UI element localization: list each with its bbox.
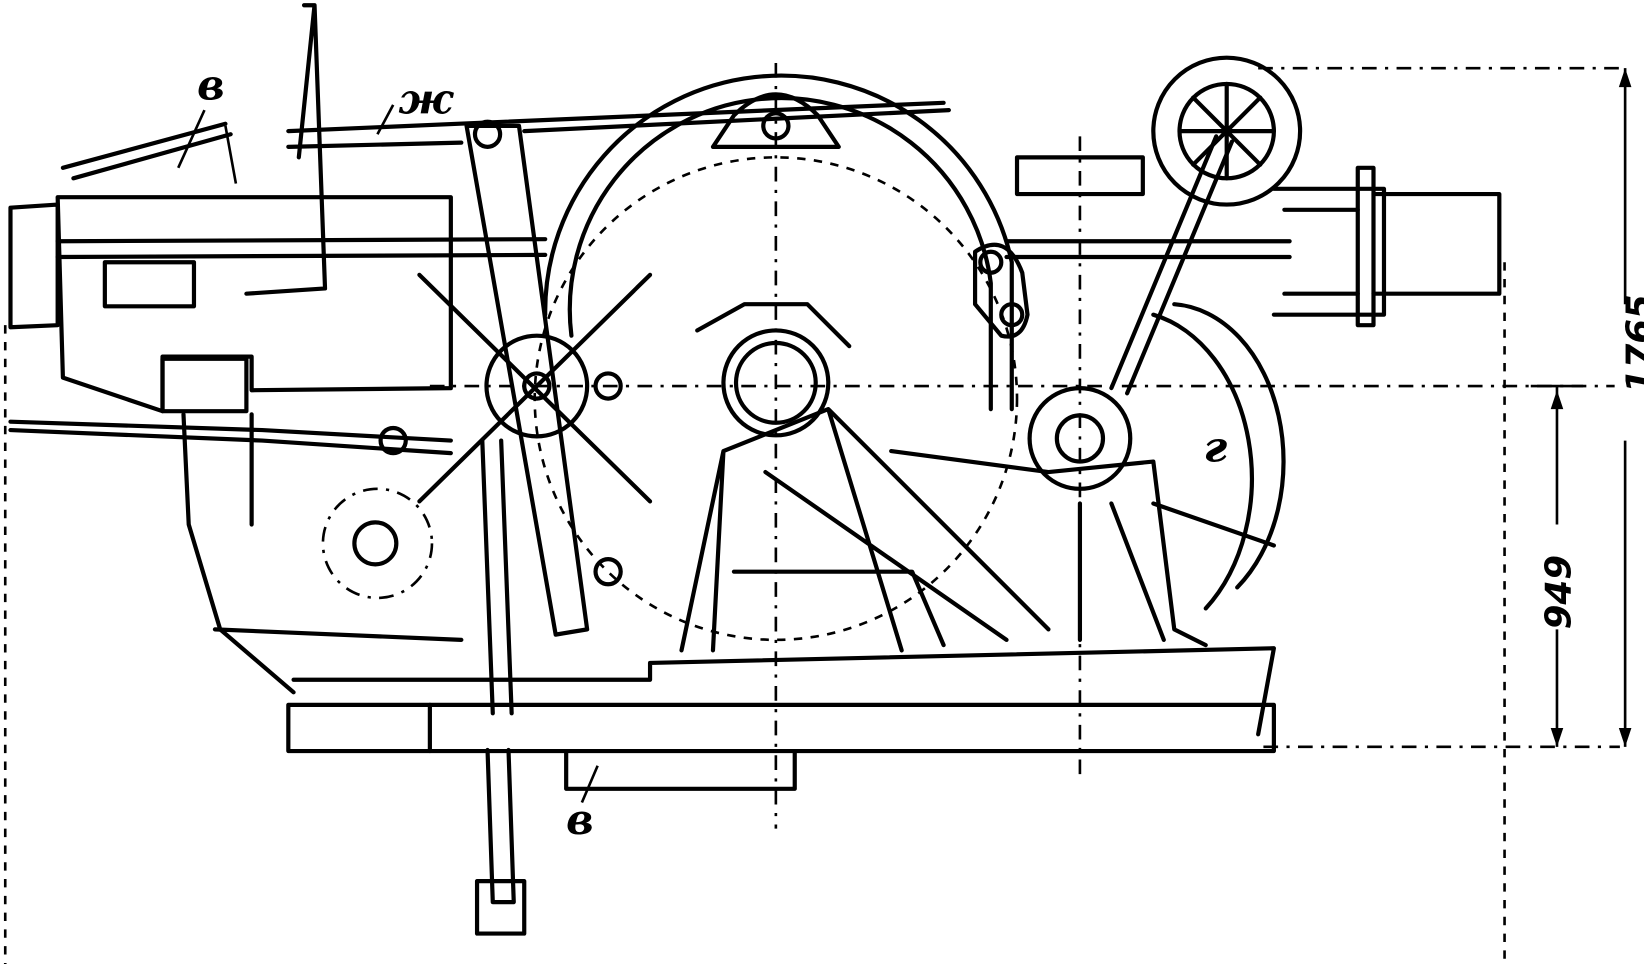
star-wheel [321, 119, 653, 936]
right-assembly [1004, 55, 1502, 611]
base-frame [286, 646, 1276, 791]
label-v-bottom: в [566, 795, 594, 844]
label-v-top: в [197, 61, 225, 110]
label-g: г [1204, 423, 1228, 472]
dimension-949: 949 [1539, 555, 1580, 629]
left-housing [8, 3, 951, 695]
truss-bracket [679, 406, 1208, 653]
center-lines [3, 62, 1620, 964]
dimension-lines [1530, 68, 1632, 747]
dimension-1765: 1765 [1619, 294, 1644, 393]
sector-wheel [533, 73, 1030, 642]
label-zh: ж [398, 74, 454, 123]
